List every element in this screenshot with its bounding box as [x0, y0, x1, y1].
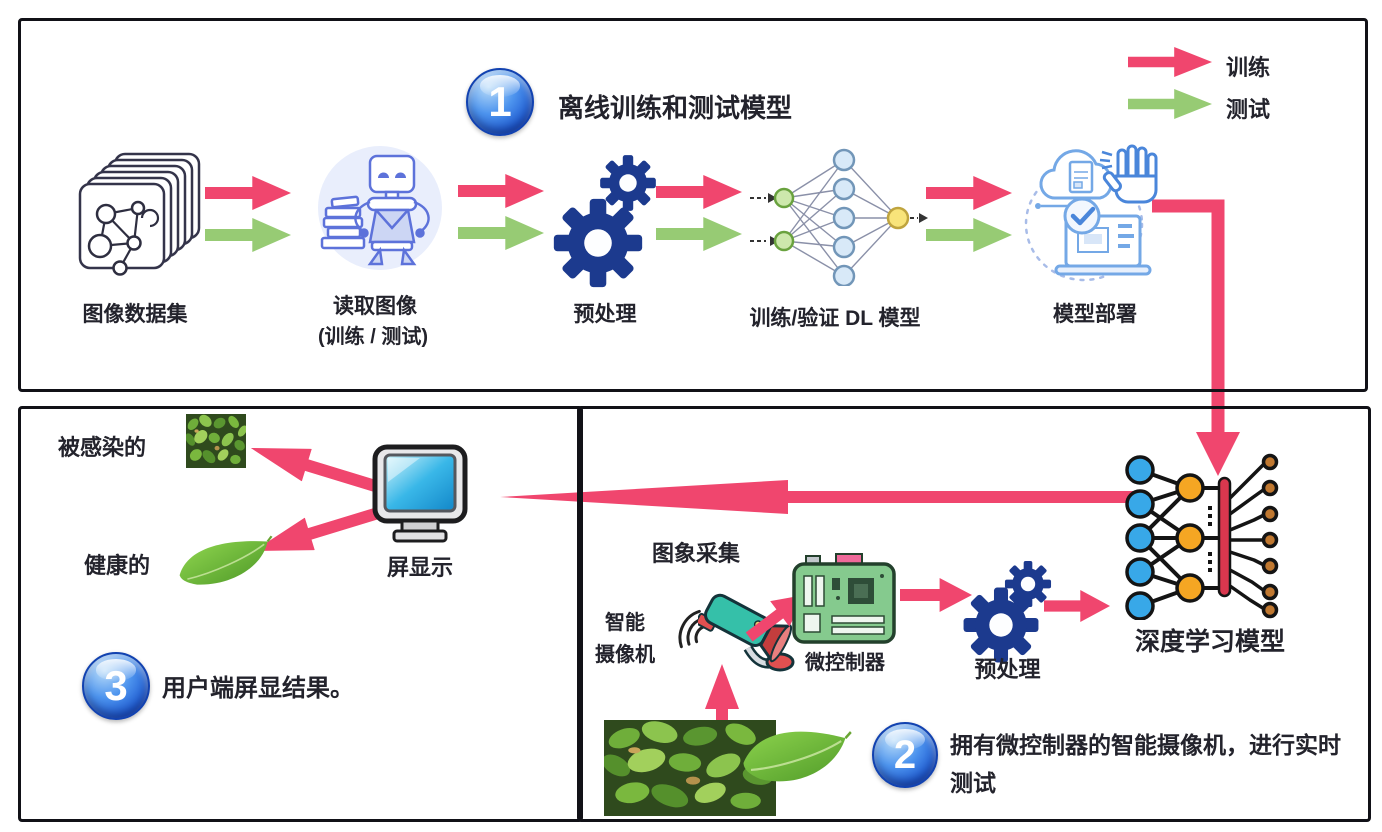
model-deploy-icon [1024, 144, 1158, 282]
image-dataset-icon [78, 152, 201, 276]
step-2-number: 2 [893, 732, 917, 777]
preprocess-label: 预处理 [573, 303, 637, 326]
microcontroller-icon [792, 553, 896, 644]
read-image-sublabel: (训练 / 测试) [318, 326, 428, 348]
section-2-caption-line2: 测试 [950, 770, 996, 796]
section-3-box [18, 406, 583, 822]
section-1-box [18, 18, 1368, 392]
dl-model-label: 深度学习模型 [1134, 628, 1285, 656]
smart-camera-label-1: 智能 [605, 612, 645, 634]
deploy-label: 模型部署 [1053, 303, 1137, 326]
mcu-label: 微控制器 [805, 652, 885, 674]
section-3-caption: 用户端屏显结果。 [162, 675, 354, 702]
dl-model-icon [1125, 453, 1279, 620]
smart-camera-label-2: 摄像机 [595, 644, 655, 666]
section-2-caption-line1: 拥有微控制器的智能摄像机，进行实时 [950, 732, 1341, 758]
display-monitor-icon [372, 444, 468, 543]
train-validate-network-icon [750, 148, 928, 286]
deploy-to-dlmodel-arrow [1152, 199, 1240, 476]
sample-leaf-image [738, 720, 852, 794]
infected-label: 被感染的 [58, 435, 147, 460]
display-label: 屏显示 [386, 555, 453, 580]
read-image-label: 读取图像 [333, 295, 417, 318]
read-image-robot-icon [320, 154, 430, 266]
section-2-box [577, 406, 1371, 822]
step-2-badge: 2 [872, 722, 938, 788]
acquisition-label: 图象采集 [652, 541, 741, 566]
healthy-label: 健康的 [84, 553, 151, 578]
legend-test-label: 测试 [1226, 97, 1271, 122]
preprocess-2-label: 预处理 [974, 657, 1041, 682]
dataset-label: 图像数据集 [82, 303, 188, 326]
hand-icon [1099, 144, 1158, 204]
legend-train-label: 训练 [1226, 55, 1271, 80]
train-validate-label: 训练/验证 DL 模型 [749, 307, 921, 330]
section-1-title: 离线训练和测试模型 [558, 93, 793, 123]
preprocess-to-dlmodel-arrow [1044, 590, 1110, 622]
